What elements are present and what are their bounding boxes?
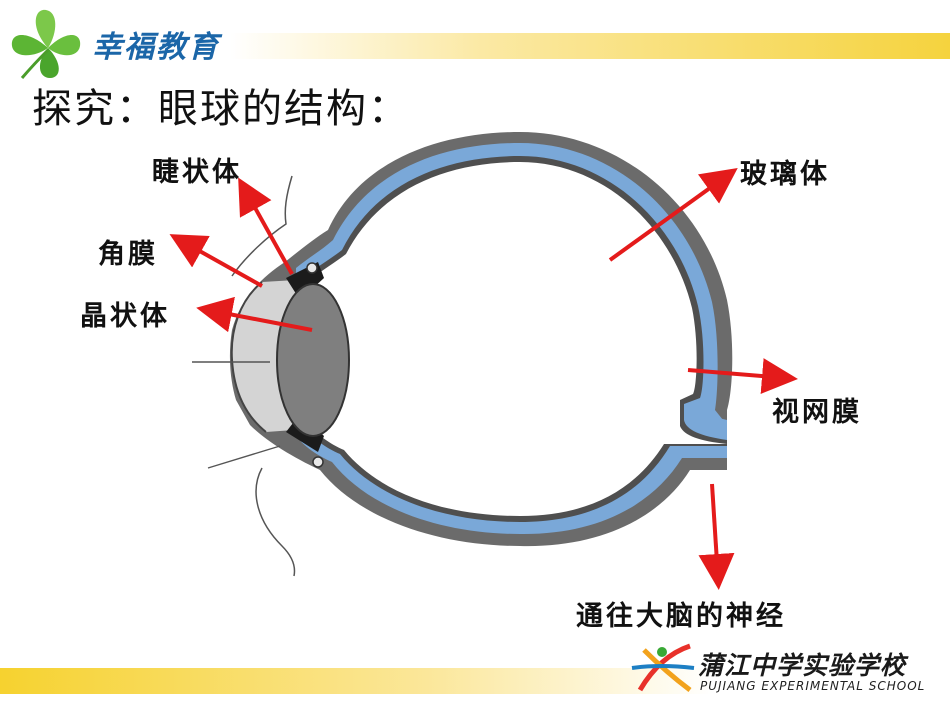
school-name-en: PUJIANG EXPERIMENTAL SCHOOL <box>700 679 926 693</box>
arrow-vitreous-body <box>608 167 738 262</box>
label-optic-nerve: 通往大脑的神经 <box>576 601 786 632</box>
optic-nerve <box>684 410 727 430</box>
arrow-optic-nerve <box>698 483 735 590</box>
label-lens: 晶状体 <box>80 301 170 332</box>
lens <box>276 283 350 437</box>
label-cornea: 角膜 <box>98 239 158 270</box>
footer-band <box>0 668 950 694</box>
school-logo-icon <box>631 643 695 692</box>
label-retina: 视网膜 <box>772 397 862 428</box>
label-vitreous-body: 玻璃体 <box>740 159 830 190</box>
school-name-cn: 蒲江中学实验学校 <box>698 651 907 680</box>
arrow-cornea <box>169 234 263 288</box>
label-ciliary-body: 睫状体 <box>152 157 242 188</box>
arrow-retina <box>687 358 798 394</box>
arrow-ciliary-body <box>238 177 294 275</box>
page-title: 探究：眼球的结构： <box>32 86 410 132</box>
arrow-lens <box>196 296 313 333</box>
annotation-arrows <box>169 167 798 590</box>
eyelids <box>231 175 296 577</box>
clover-logo-icon <box>11 9 81 79</box>
brand-text: 幸福教育 <box>92 30 220 65</box>
header-band <box>230 33 950 59</box>
leader-lines <box>192 361 281 469</box>
